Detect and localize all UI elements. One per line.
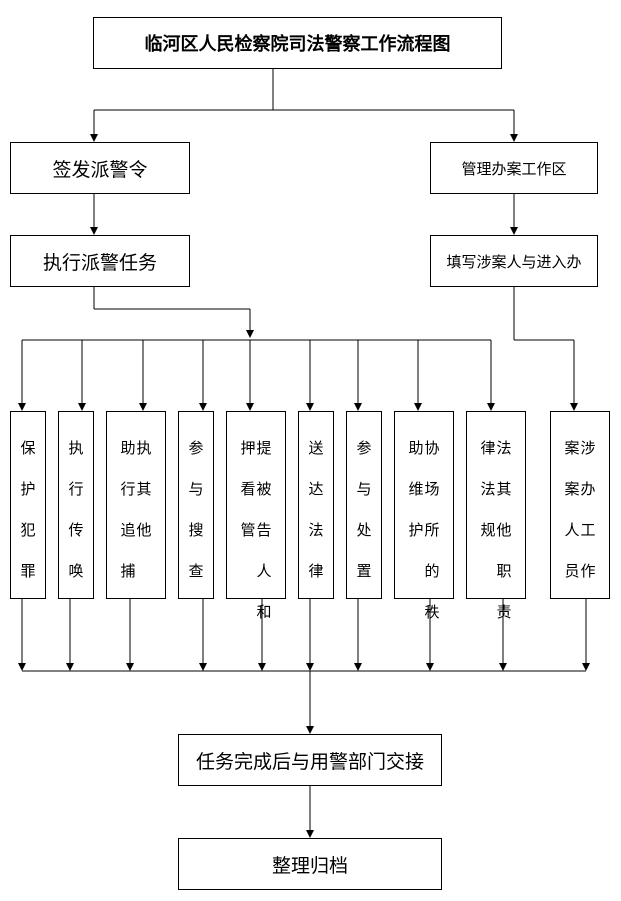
task-box-summon: 执行传唤 <box>58 411 94 599</box>
task-text: 涉办工作 <box>580 439 596 580</box>
task-box-case-staff: 涉办工作 案案人员 <box>550 411 610 599</box>
task-text: 保护犯罪 <box>20 439 36 580</box>
task-text: 法其他职责 <box>496 439 512 621</box>
task-text: 参与处置 <box>356 439 372 580</box>
task-text: 送达法律 <box>308 439 324 580</box>
task-box-escort: 提被告人和 押看管 <box>226 411 286 621</box>
archive-box: 整理归档 <box>178 838 442 890</box>
task-box-search: 参与搜查 <box>178 411 214 599</box>
flowchart-title: 临河区人民检察院司法警察工作流程图 <box>93 17 502 69</box>
issue-order-box: 签发派警令 <box>10 142 190 194</box>
task-text: 律法规 <box>480 439 496 539</box>
task-text: 提被告人和 <box>256 439 272 621</box>
fill-info-box: 填写涉案人与进入办 <box>430 235 598 287</box>
task-box-legal: 法其他职责 律法规 <box>466 411 526 621</box>
task-text: 案案人员 <box>564 439 580 580</box>
task-text: 执其他 <box>136 439 152 539</box>
task-text: 执行传唤 <box>68 439 84 580</box>
task-text: 押看管 <box>240 439 256 539</box>
task-text: 助行追捕 <box>120 439 136 580</box>
task-box-order: 协场所的秩 助维护 <box>394 411 454 621</box>
task-box-protect: 保护犯罪 <box>10 411 46 599</box>
task-text: 助维护 <box>408 439 424 539</box>
execute-task-box: 执行派警任务 <box>10 235 190 287</box>
manage-area-box: 管理办案工作区 <box>430 142 598 194</box>
task-box-dispose: 参与处置 <box>346 411 382 599</box>
handover-box: 任务完成后与用警部门交接 <box>178 734 442 786</box>
task-box-pursuit: 执其他 助行追捕 <box>106 411 166 599</box>
task-text: 参与搜查 <box>188 439 204 580</box>
task-box-serve: 送达法律 <box>298 411 334 599</box>
task-text: 协场所的秩 <box>424 439 440 621</box>
